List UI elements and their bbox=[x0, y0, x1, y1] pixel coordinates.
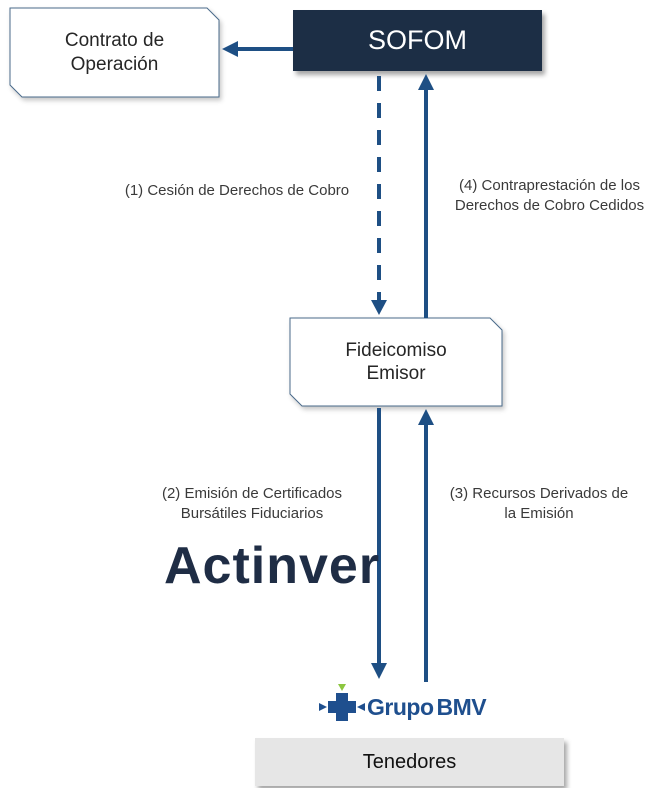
flow-3-line-2: la Emisión bbox=[504, 505, 574, 522]
arrowhead-3 bbox=[418, 409, 434, 425]
actinver-logo: Actinver bbox=[164, 537, 381, 595]
bmv-grupo-text: Grupo bbox=[367, 694, 434, 720]
arrowhead-4 bbox=[418, 74, 434, 90]
sofom-box bbox=[293, 10, 542, 71]
sofom-label: SOFOM bbox=[293, 10, 542, 71]
flow-3-label: (3) Recursos Derivados de la Emisión bbox=[426, 484, 652, 524]
arrowhead-contrato bbox=[222, 41, 238, 57]
flow-1-line-1: (1) Cesión de Derechos de Cobro bbox=[124, 182, 350, 199]
fideicomiso-box bbox=[289, 317, 503, 407]
arrowhead-2 bbox=[371, 663, 387, 679]
bmv-emblem-icon bbox=[319, 684, 365, 721]
flow-1-label: (1) Cesión de Derechos de Cobro bbox=[92, 181, 382, 201]
tenedores-label: Tenedores bbox=[255, 738, 564, 786]
flow-2-label: (2) Emisión de Certificados Bursátiles F… bbox=[130, 484, 374, 524]
contrato-line-2: Operación bbox=[70, 53, 159, 75]
contrato-box bbox=[9, 7, 220, 98]
flow-4-label: (4) Contraprestación de los Derechos de … bbox=[437, 176, 662, 216]
contrato-line-1: Contrato de bbox=[64, 30, 165, 52]
tenedores-title: Tenedores bbox=[362, 750, 457, 773]
sofom-title: SOFOM bbox=[368, 25, 467, 56]
fideicomiso-line-2: Emisor bbox=[366, 363, 426, 384]
tenedores-box bbox=[255, 738, 564, 786]
fideicomiso-label: Fideicomiso Emisor bbox=[290, 318, 502, 406]
flow-4-line-1: (4) Contraprestación de los bbox=[459, 177, 640, 194]
flow-4-line-2: Derechos de Cobro Cedidos bbox=[454, 197, 645, 214]
bmv-name-text: BMV bbox=[436, 694, 487, 720]
arrowhead-1 bbox=[371, 300, 387, 315]
flow-2-line-1: (2) Emisión de Certificados bbox=[161, 485, 343, 502]
contrato-label: Contrato de Operación bbox=[10, 8, 219, 97]
fideicomiso-line-1: Fideicomiso bbox=[345, 339, 447, 361]
flow-3-line-1: (3) Recursos Derivados de bbox=[449, 485, 629, 502]
flow-2-line-2: Bursátiles Fiduciarios bbox=[180, 505, 324, 522]
